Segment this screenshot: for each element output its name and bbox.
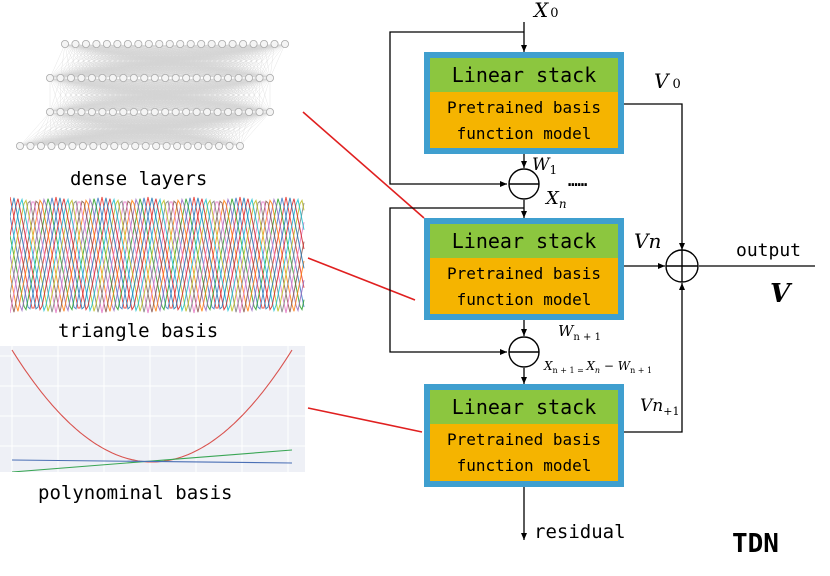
dense-layers-caption: dense layers xyxy=(70,168,208,190)
v-final-label: V xyxy=(770,279,793,309)
connector-dense xyxy=(302,111,425,219)
vn1-label: Vn+1 xyxy=(640,396,679,418)
xn-label: Xn xyxy=(544,188,567,211)
residual-label: residual xyxy=(534,521,626,543)
triangle-basis-image xyxy=(10,192,305,317)
subtract-node-2 xyxy=(508,336,540,368)
block-2-basis-label-1: Pretrained basis xyxy=(447,264,601,283)
w1-label: W1 xyxy=(532,155,557,177)
sum-node xyxy=(665,249,699,283)
vn-label: Vn xyxy=(634,229,661,253)
subtract-node-1 xyxy=(508,168,540,200)
tdn-label: TDN xyxy=(732,529,779,559)
skip-line-1 xyxy=(389,31,524,187)
block-1-basis-label-1: Pretrained basis xyxy=(447,98,601,117)
block-3-linear-label: Linear stack xyxy=(452,395,597,419)
connector-triangle xyxy=(307,257,416,301)
xn1-equation: Xn + 1 = Xn − Wn + 1 xyxy=(543,359,652,375)
output-label: output xyxy=(736,240,801,261)
block-2-basis-label-2: function model xyxy=(457,290,592,309)
ellipsis-label: …… xyxy=(568,171,588,190)
polynomial-curves-graphic xyxy=(0,346,305,472)
block-3: Linear stack Pretrained basis function m… xyxy=(424,384,624,487)
polynomial-basis-image xyxy=(0,346,305,472)
block-2: Linear stack Pretrained basis function m… xyxy=(424,218,624,320)
polynomial-basis-caption: polynominal basis xyxy=(38,482,233,504)
block-2-linear-label: Linear stack xyxy=(452,229,597,253)
triangle-basis-caption: triangle basis xyxy=(58,320,219,342)
block-1-linear-label: Linear stack xyxy=(452,63,597,87)
skip-line-2 xyxy=(389,207,524,355)
neural-network-graphic xyxy=(16,40,289,151)
block-1-basis-label-2: function model xyxy=(457,124,592,143)
dense-layers-image xyxy=(10,36,305,158)
wn1-label: Wn + 1 xyxy=(558,322,601,343)
block-1: Linear stack Pretrained basis function m… xyxy=(424,52,624,154)
block-3-basis-label-1: Pretrained basis xyxy=(447,430,601,449)
connector-polynomial xyxy=(307,407,423,433)
v0-line xyxy=(624,103,685,250)
block-3-basis-label-2: function model xyxy=(457,456,592,475)
vn1-line xyxy=(624,283,685,433)
triangle-waves-graphic xyxy=(10,196,305,314)
